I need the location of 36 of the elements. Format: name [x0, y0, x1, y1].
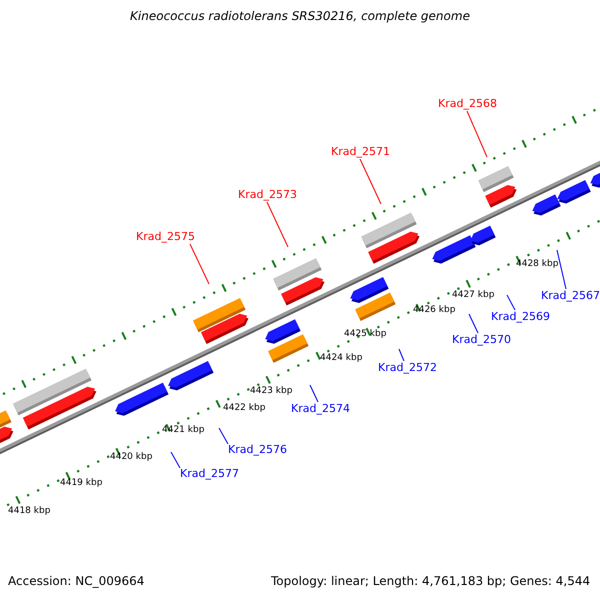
gene-label: Krad_2572 — [378, 362, 437, 373]
leader-line — [360, 158, 382, 204]
leader-line — [468, 314, 478, 334]
scale-label: 4420 kbp — [110, 453, 152, 462]
leader-line — [266, 202, 288, 248]
leader-line — [170, 452, 180, 468]
gene-label: Krad_2571 — [331, 146, 390, 157]
leader-line — [506, 294, 516, 310]
gene-label: Krad_2569 — [491, 311, 550, 322]
footer-note: Accession: NC_009664 — [8, 575, 144, 587]
gene-label: Krad_2576 — [228, 444, 287, 455]
diagram-title: Kineococcus radiotolerans SRS30216, complete genome — [129, 10, 471, 22]
scale-label: 4428 kbp — [516, 260, 558, 269]
scale-label: 4419 kbp — [60, 479, 102, 488]
leader-line — [556, 250, 566, 290]
leader-line — [398, 348, 404, 362]
scale-label: 4426 kbp — [413, 306, 456, 315]
scale-label: 4423 kbp — [250, 387, 292, 396]
leader-line — [218, 428, 228, 444]
gene-label: Krad_2573 — [238, 189, 297, 200]
gene-label: Krad_2577 — [180, 468, 239, 479]
scale-label: 4421 kbp — [162, 426, 204, 435]
gene-label: Krad_2570 — [452, 334, 511, 345]
gene-label: Krad_2567 — [541, 290, 600, 301]
scale-label: 4422 kbp — [223, 404, 266, 413]
scale-label: 4427 kbp — [452, 291, 494, 300]
leader-line — [466, 110, 488, 158]
leader-line — [190, 244, 210, 284]
scale-label: 4425 kbp — [344, 330, 386, 339]
gene-label: Krad_2574 — [291, 403, 350, 414]
scale-label: 4418 kbp — [8, 507, 50, 516]
leader-line — [310, 384, 318, 402]
footer-note: Topology: linear; Length: 4,761,183 bp; Genes: 4,544 — [271, 575, 590, 587]
gene-label: Krad_2568 — [438, 98, 497, 109]
scale-label: 4424 kbp — [320, 354, 362, 363]
gene-label: Krad_2575 — [136, 231, 195, 242]
